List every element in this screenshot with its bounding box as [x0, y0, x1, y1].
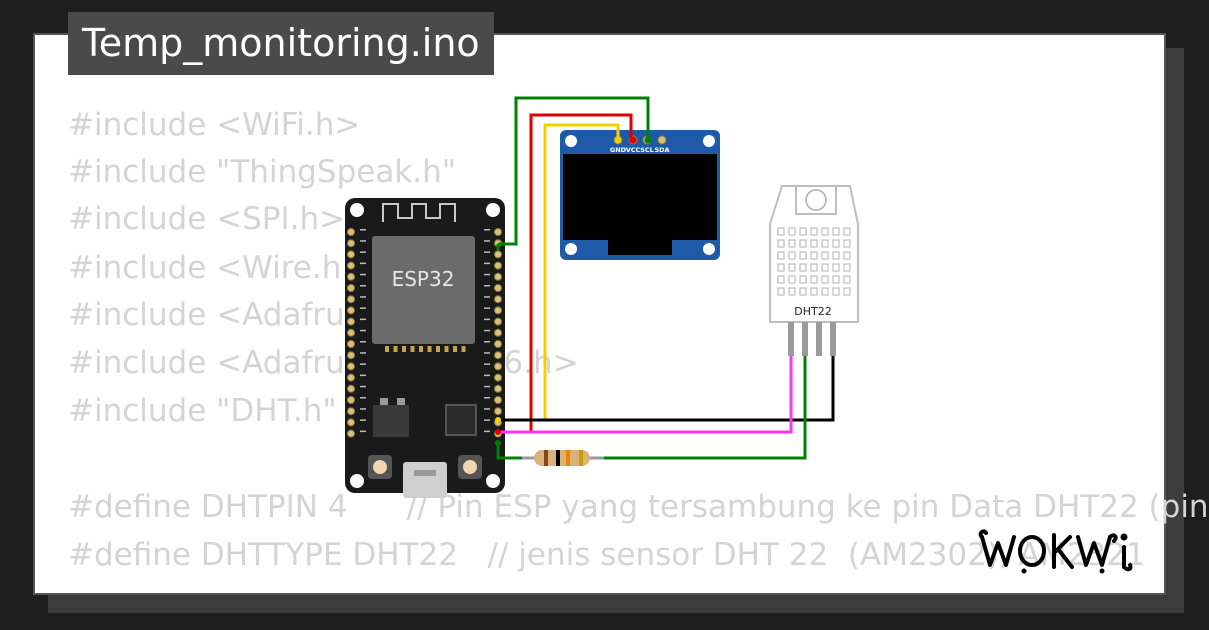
- wire-sda-green: [498, 96, 650, 246]
- code-line: #include <SPI.h>: [68, 201, 346, 237]
- code-line: #define DHTTYPE DHT22 // jenis sensor DH…: [68, 537, 1146, 573]
- wire-vcc-magenta: [498, 356, 793, 434]
- boot-button[interactable]: [463, 460, 477, 474]
- oled-display[interactable]: GND VCC SCL SDA: [560, 130, 720, 260]
- oled-pin-label-vcc: VCC: [626, 146, 641, 154]
- code-line: #include "DHT.h": [68, 393, 337, 429]
- wire-gnd-black: [498, 356, 835, 422]
- resistor[interactable]: [522, 450, 604, 466]
- code-line: #include <Wire.h>: [68, 250, 368, 286]
- oled-pin-label-sda: SDA: [654, 146, 669, 154]
- esp32-module: [372, 236, 475, 344]
- wire-endpoints: [495, 136, 652, 446]
- oled-pin-label-gnd: GND: [610, 146, 627, 154]
- code-background: #include <WiFi.h> #include "ThingSpeak.h…: [68, 0, 1209, 630]
- dht22-sensor[interactable]: DHT22: [769, 185, 859, 356]
- usb-port: [403, 462, 447, 498]
- code-line: #define DHTPIN 4 // Pin ESP yang tersamb…: [68, 489, 1209, 525]
- reset-button[interactable]: [373, 460, 387, 474]
- code-line: #include <WiFi.h>: [68, 107, 361, 143]
- wokwi-logo: WOKWi: [978, 525, 1150, 577]
- esp32-label: ESP32: [392, 267, 455, 291]
- preview-card: [33, 33, 1166, 595]
- oled-screen: [563, 154, 717, 240]
- esp32-board[interactable]: ESP32: [345, 198, 505, 498]
- oled-pin-label-scl: SCL: [640, 146, 654, 154]
- header-pins: [347, 228, 502, 438]
- wokwi-logo-icon: [978, 529, 1133, 574]
- wire-data-green: [496, 443, 522, 460]
- dht22-label: DHT22: [794, 305, 831, 318]
- code-line: #include <Adafruit: [68, 297, 366, 333]
- code-line: #include "ThingSpeak.h": [68, 154, 457, 190]
- wires: [496, 96, 835, 460]
- project-title: Temp_monitoring.ino: [68, 12, 494, 75]
- module-pins: [385, 346, 466, 352]
- wire-data-green-2: [604, 356, 807, 460]
